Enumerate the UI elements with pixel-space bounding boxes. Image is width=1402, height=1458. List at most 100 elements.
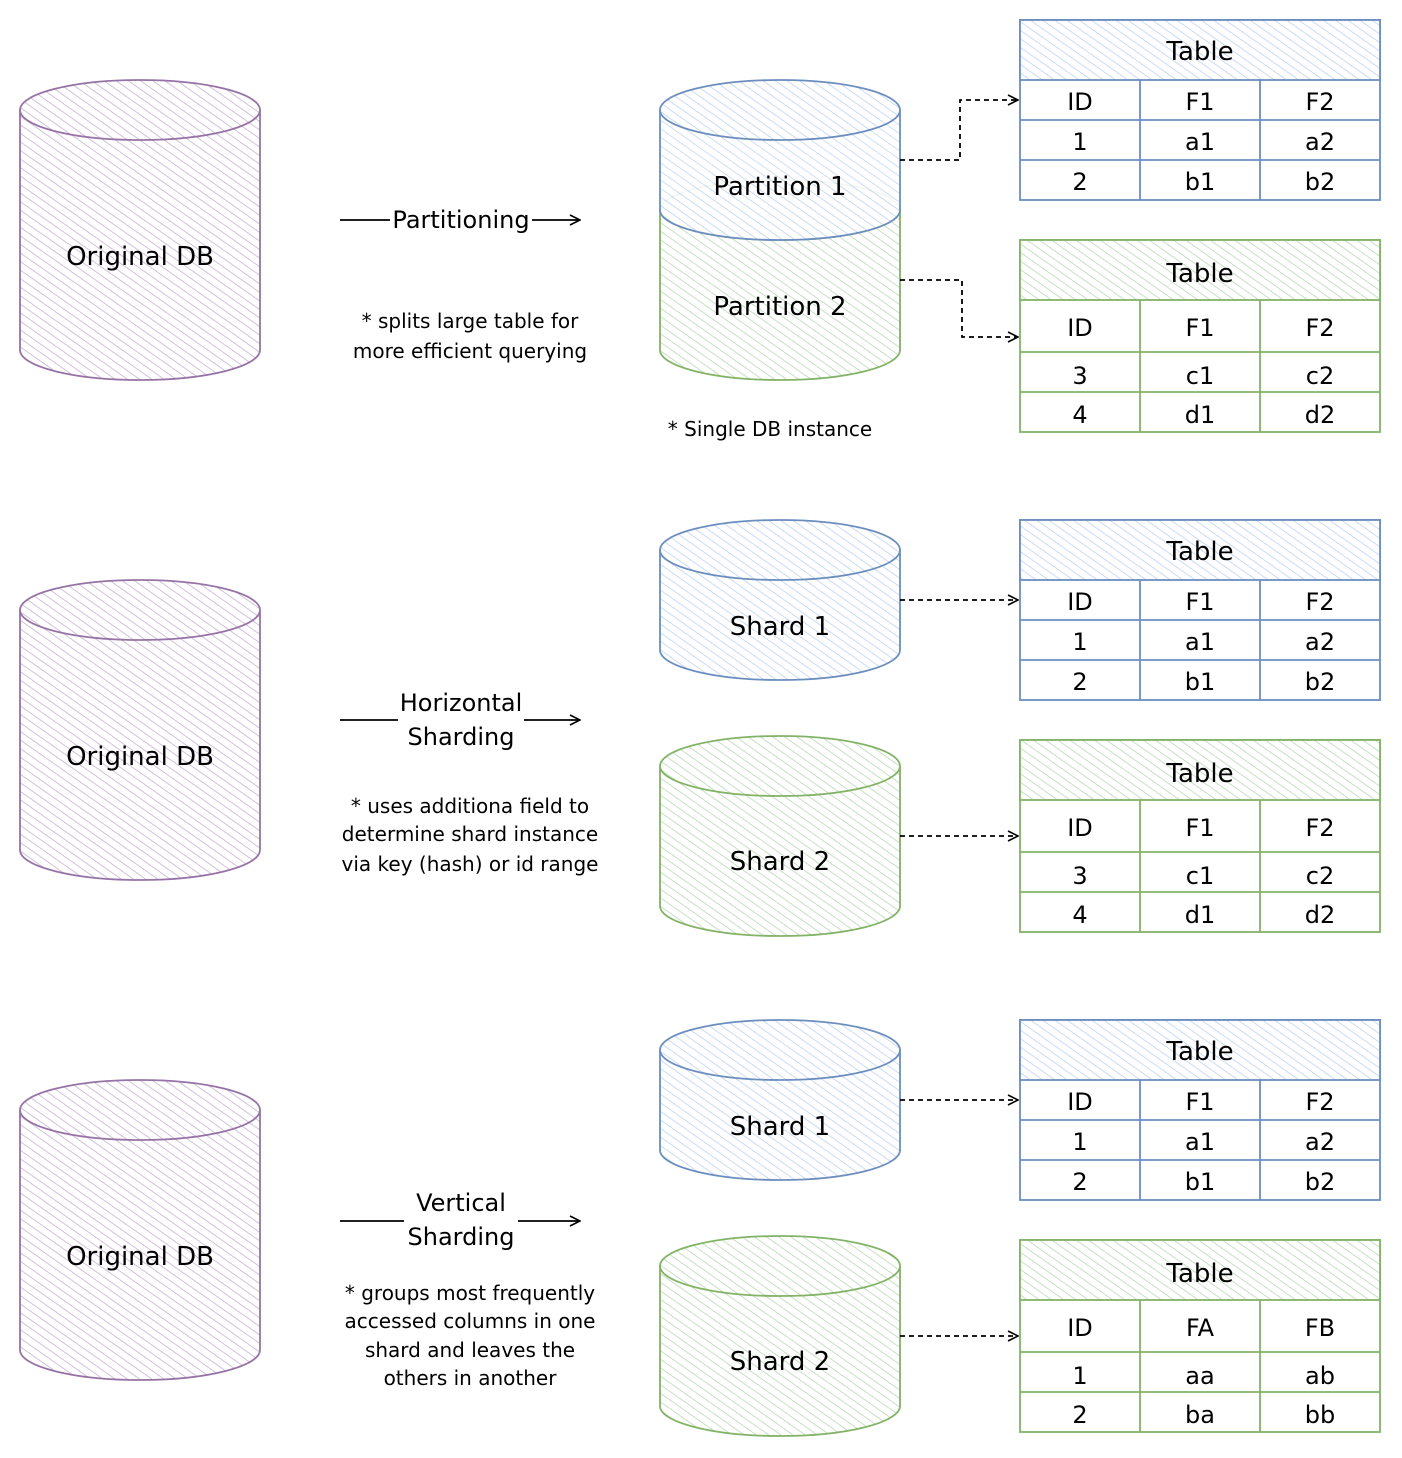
section-partitioning: Original DB Partitioning * splits large … bbox=[19, 19, 1381, 441]
table-title: Table bbox=[1165, 759, 1233, 789]
table-header-cell: ID bbox=[1067, 588, 1093, 616]
arrow-label-line: Vertical bbox=[416, 1189, 506, 1217]
section-vertical-sharding: Original DB Vertical Sharding * groups m… bbox=[19, 1019, 1381, 1437]
connector-arrow bbox=[900, 279, 1018, 337]
single-instance-note: * Single DB instance bbox=[668, 417, 872, 441]
table-cell: 3 bbox=[1072, 862, 1087, 890]
table-cell: c2 bbox=[1306, 862, 1334, 890]
table-cell: 3 bbox=[1072, 362, 1087, 390]
table-header-cell: F2 bbox=[1305, 314, 1334, 342]
table-header-cell: ID bbox=[1067, 1088, 1093, 1116]
shard-1-cylinder: Shard 1 bbox=[659, 519, 901, 681]
table-header-cell: ID bbox=[1067, 1314, 1093, 1342]
note-line: * uses additiona field to bbox=[351, 794, 589, 818]
table-cell: a2 bbox=[1305, 128, 1335, 156]
table-cell: c2 bbox=[1306, 362, 1334, 390]
table-title: Table bbox=[1165, 537, 1233, 567]
table-title: Table bbox=[1165, 37, 1233, 67]
table-vertical-shard-2: Table ID FA FB 1 aa ab 2 ba bb bbox=[1019, 1239, 1381, 1433]
table-header-cell: F2 bbox=[1305, 1088, 1334, 1116]
table-cell: b1 bbox=[1185, 668, 1216, 696]
shard-2-label: Shard 2 bbox=[730, 1347, 830, 1377]
table-cell: c1 bbox=[1186, 862, 1214, 890]
partition-2-label: Partition 2 bbox=[713, 292, 846, 322]
shard-2-cylinder: Shard 2 bbox=[659, 1235, 901, 1437]
note-line: others in another bbox=[384, 1366, 558, 1390]
partition-1-label: Partition 1 bbox=[713, 172, 846, 202]
table-cell: 2 bbox=[1072, 1168, 1087, 1196]
table-title: Table bbox=[1165, 1037, 1233, 1067]
table-title: Table bbox=[1165, 1259, 1233, 1289]
note-line: accessed columns in one bbox=[345, 1309, 596, 1333]
original-db-label: Original DB bbox=[66, 1242, 214, 1272]
table-cell: 1 bbox=[1072, 1362, 1087, 1390]
original-db-label: Original DB bbox=[66, 742, 214, 772]
table-header-cell: F2 bbox=[1305, 814, 1334, 842]
shard-2-cylinder: Shard 2 bbox=[659, 735, 901, 937]
partition-1-cylinder: Partition 1 bbox=[659, 79, 901, 241]
table-header-cell: ID bbox=[1067, 814, 1093, 842]
table-header-cell: FB bbox=[1305, 1314, 1335, 1342]
table-header-cell: F1 bbox=[1185, 314, 1214, 342]
note-line: * groups most frequently bbox=[345, 1281, 595, 1305]
table-cell: d1 bbox=[1185, 901, 1216, 929]
table-header-cell: F1 bbox=[1185, 588, 1214, 616]
table-cell: aa bbox=[1185, 1362, 1214, 1390]
table-cell: 4 bbox=[1072, 401, 1087, 429]
table-header-cell: ID bbox=[1067, 314, 1093, 342]
table-vertical-shard-1: Table ID F1 F2 1 a1 a2 2 b1 b2 bbox=[1019, 1019, 1381, 1201]
table-cell: ba bbox=[1185, 1401, 1215, 1429]
table-header-cell: F1 bbox=[1185, 1088, 1214, 1116]
table-cell: 2 bbox=[1072, 668, 1087, 696]
table-partition-1: Table ID F1 F2 1 a1 a2 2 b1 b2 bbox=[1019, 19, 1381, 201]
table-cell: 1 bbox=[1072, 128, 1087, 156]
original-db-label: Original DB bbox=[66, 242, 214, 272]
section-horizontal-sharding: Original DB Horizontal Sharding * uses a… bbox=[19, 519, 1381, 937]
table-cell: 2 bbox=[1072, 168, 1087, 196]
table-cell: a2 bbox=[1305, 1128, 1335, 1156]
note-line: shard and leaves the bbox=[365, 1338, 575, 1362]
table-cell: b2 bbox=[1305, 168, 1336, 196]
connector-arrow bbox=[900, 100, 1018, 161]
table-cell: 1 bbox=[1072, 628, 1087, 656]
table-cell: a2 bbox=[1305, 628, 1335, 656]
table-cell: bb bbox=[1305, 1401, 1335, 1429]
table-cell: 2 bbox=[1072, 1401, 1087, 1429]
shard-1-cylinder: Shard 1 bbox=[659, 1019, 901, 1181]
table-header-cell: F2 bbox=[1305, 588, 1334, 616]
table-cell: d1 bbox=[1185, 401, 1216, 429]
arrow-label-partitioning: Partitioning bbox=[392, 206, 529, 234]
original-db-cylinder: Original DB bbox=[19, 1079, 261, 1381]
table-cell: b1 bbox=[1185, 1168, 1216, 1196]
table-cell: ab bbox=[1305, 1362, 1335, 1390]
note-line: determine shard instance bbox=[342, 822, 598, 846]
table-cell: 4 bbox=[1072, 901, 1087, 929]
shard-1-label: Shard 1 bbox=[730, 612, 830, 642]
table-shard-2: Table ID F1 F2 3 c1 c2 4 d1 d2 bbox=[1019, 739, 1381, 933]
table-cell: a1 bbox=[1185, 1128, 1215, 1156]
original-db-cylinder: Original DB bbox=[19, 79, 261, 381]
arrow-label-line: Sharding bbox=[408, 1223, 515, 1251]
table-cell: a1 bbox=[1185, 128, 1215, 156]
table-cell: a1 bbox=[1185, 628, 1215, 656]
table-cell: d2 bbox=[1305, 401, 1336, 429]
table-cell: c1 bbox=[1186, 362, 1214, 390]
table-cell: d2 bbox=[1305, 901, 1336, 929]
shard-1-label: Shard 1 bbox=[730, 1112, 830, 1142]
note-line: via key (hash) or id range bbox=[342, 852, 599, 876]
table-cell: b2 bbox=[1305, 1168, 1336, 1196]
note-line: * splits large table for bbox=[362, 309, 580, 333]
table-header-cell: F2 bbox=[1305, 88, 1334, 116]
table-title: Table bbox=[1165, 259, 1233, 289]
table-header-cell: FA bbox=[1186, 1314, 1215, 1342]
table-cell: b2 bbox=[1305, 668, 1336, 696]
table-header-cell: F1 bbox=[1185, 814, 1214, 842]
table-cell: 1 bbox=[1072, 1128, 1087, 1156]
table-header-cell: ID bbox=[1067, 88, 1093, 116]
original-db-cylinder: Original DB bbox=[19, 579, 261, 881]
arrow-label-line: Horizontal bbox=[400, 689, 523, 717]
table-shard-1: Table ID F1 F2 1 a1 a2 2 b1 b2 bbox=[1019, 519, 1381, 701]
arrow-label-line: Sharding bbox=[408, 723, 515, 751]
table-partition-2: Table ID F1 F2 3 c1 c2 4 d1 d2 bbox=[1019, 239, 1381, 433]
shard-2-label: Shard 2 bbox=[730, 847, 830, 877]
